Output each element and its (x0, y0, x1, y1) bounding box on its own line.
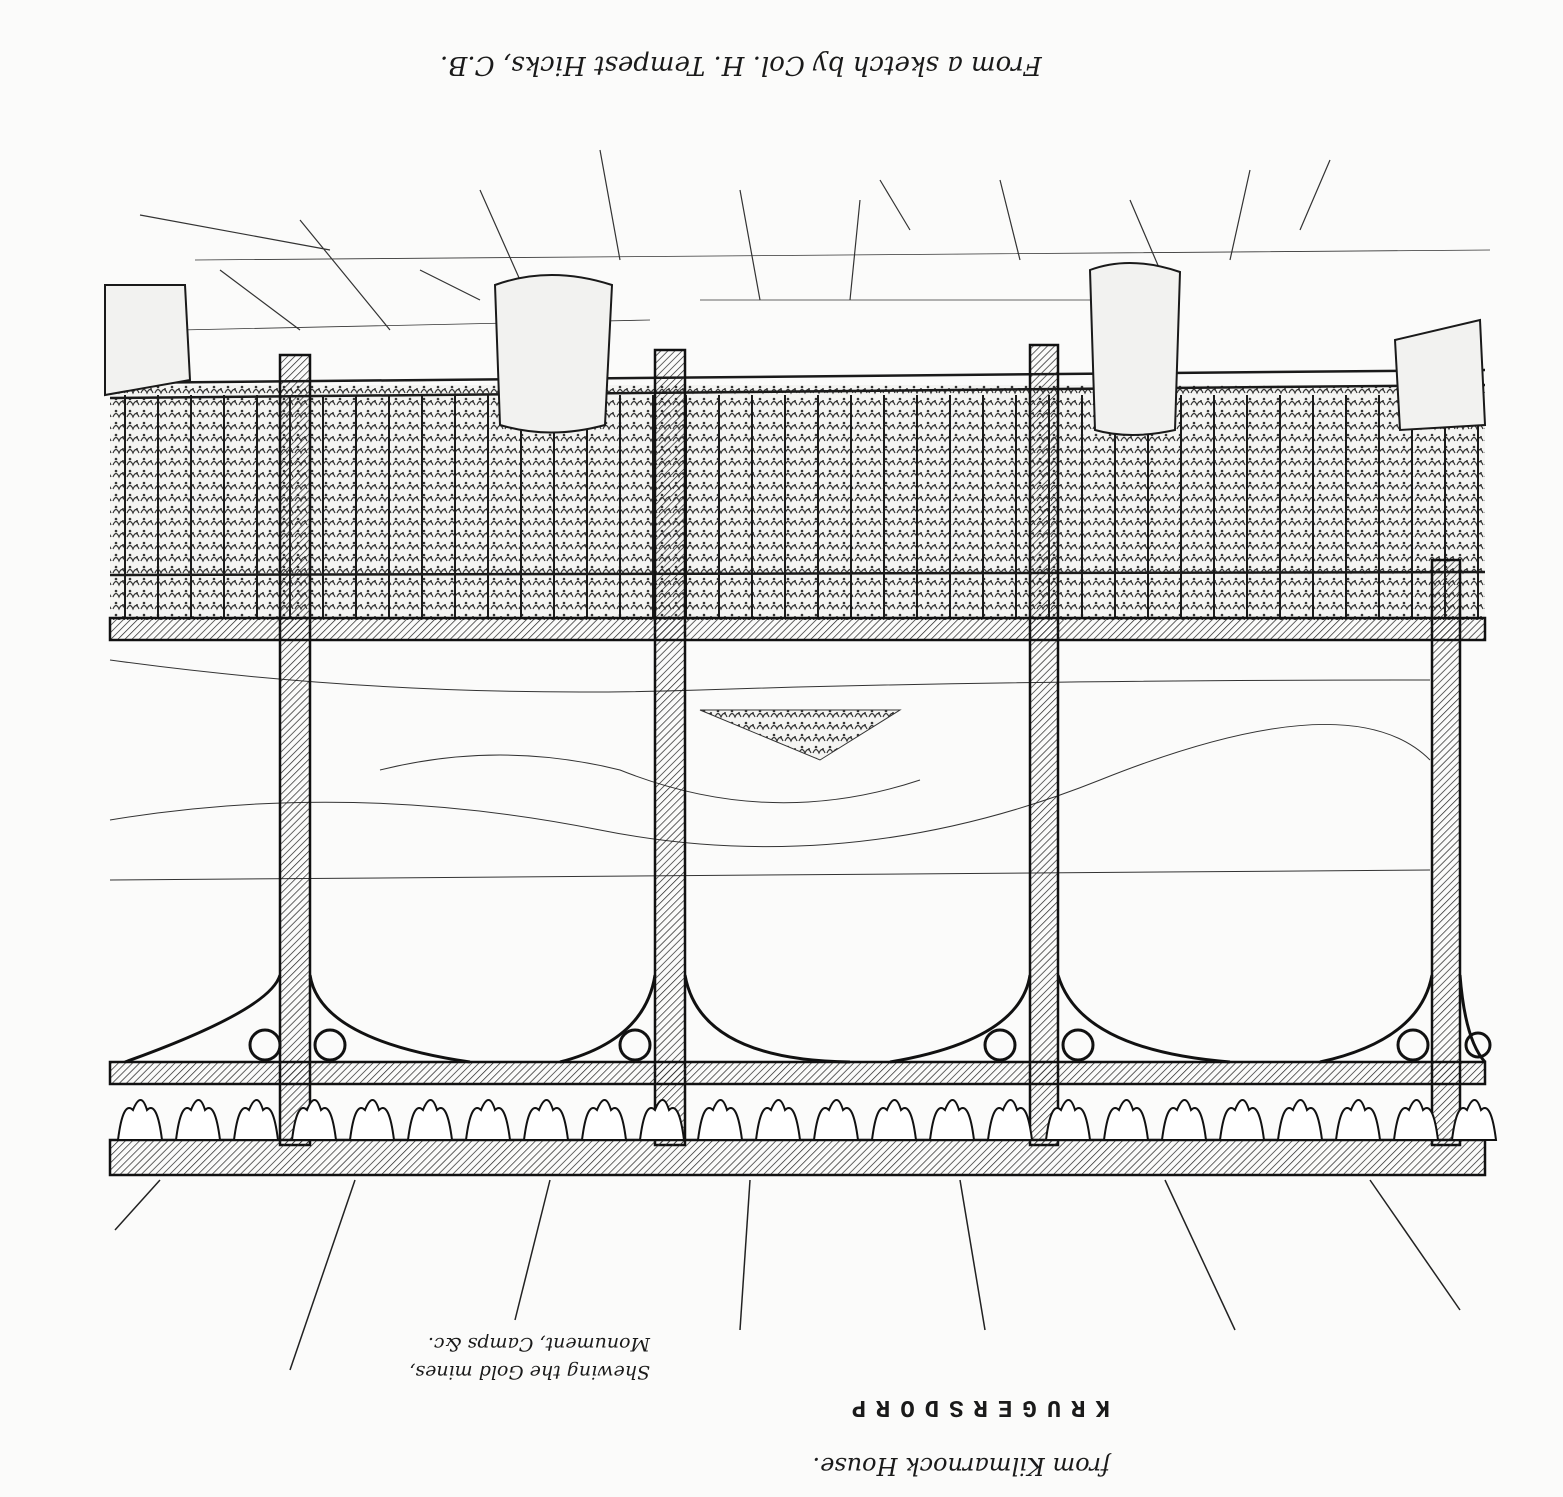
frieze-ornament (174, 1099, 222, 1141)
frieze-ornament (1160, 1099, 1208, 1141)
frieze-ornament (406, 1099, 454, 1141)
frieze-ornament (232, 1099, 280, 1141)
frieze-ornament (696, 1099, 744, 1141)
frieze-ornament (1450, 1099, 1498, 1141)
frieze-ornament (1044, 1099, 1092, 1141)
garden-band (110, 385, 1485, 620)
frieze-ornament (1218, 1099, 1266, 1141)
frieze-ornament (1102, 1099, 1150, 1141)
balustrade (109, 368, 1486, 577)
frieze-ornament (1392, 1099, 1440, 1141)
title-from-house: from Kilmarnock House. (812, 1452, 1110, 1480)
frieze-ornament (1276, 1099, 1324, 1141)
frieze-ornament (348, 1099, 396, 1141)
floorboards (114, 1179, 1461, 1371)
pots (104, 262, 1487, 436)
frieze-ornament (870, 1099, 918, 1141)
frieze-ornament (522, 1099, 570, 1141)
caption-title: KRUGERSDORP from Kilmarnock House. (470, 1370, 1110, 1480)
sky-lines (139, 149, 1491, 331)
brackets (124, 974, 1492, 1064)
frieze-ornament (290, 1099, 338, 1141)
frieze-ornament (116, 1099, 164, 1141)
frieze-ornament (928, 1099, 976, 1141)
frieze-ornament (464, 1099, 512, 1141)
title-place-name: KRUGERSDORP (841, 1393, 1110, 1420)
caption-subtitle: Shewing the Gold mines, Monument, Camps … (190, 1330, 650, 1386)
frieze-ornament (754, 1099, 802, 1141)
artist-credit: From a sketch by Col. H. Tempest Hicks, … (440, 50, 1042, 80)
subtitle-line-2: Monument, Camps &c. (427, 1333, 650, 1355)
frieze-ornament (580, 1099, 628, 1141)
frieze-ornament (812, 1099, 860, 1141)
frieze-ornament (1334, 1099, 1382, 1141)
rails (108, 616, 1487, 1177)
frieze-ornament (986, 1099, 1034, 1141)
subtitle-line-1: Shewing the Gold mines, (409, 1361, 650, 1383)
frieze-ornament (638, 1099, 686, 1141)
